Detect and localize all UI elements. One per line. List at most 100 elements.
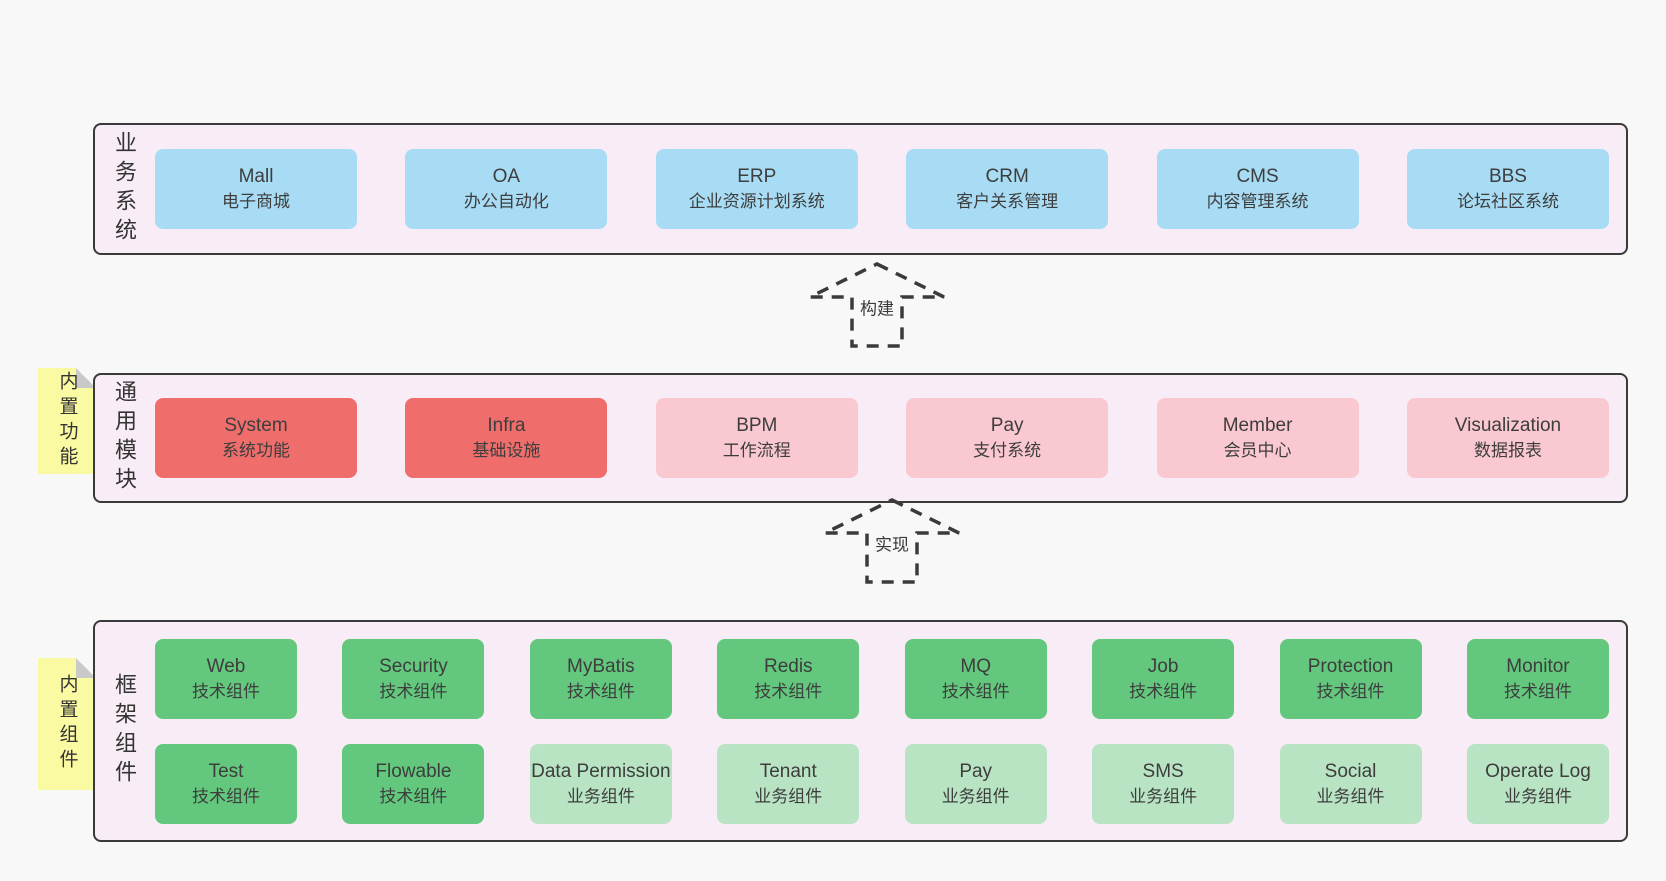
box-desc: 工作流程 [722,441,791,460]
box-test: Test 技术组件 [155,744,297,824]
box-name: CRM [985,166,1029,187]
box-desc: 会员中心 [1223,441,1292,460]
box-desc: 技术组件 [192,682,260,701]
sticky-note-builtin-features: 内置功能 [38,368,96,474]
box-name: Member [1222,415,1293,436]
box-flowable: Flowable 技术组件 [342,744,485,824]
dashed-up-arrow-icon [809,262,945,348]
box-social: Social 业务组件 [1279,744,1422,824]
box-desc: 技术组件 [192,787,260,806]
box-name: Protection [1307,656,1394,677]
box-monitor: Monitor 技术组件 [1466,639,1609,719]
box-mall: Mall 电子商城 [155,149,357,229]
box-name: CMS [1236,166,1279,187]
box-desc: 业务组件 [1316,787,1385,806]
box-name: BPM [736,415,778,436]
box-mq: MQ 技术组件 [904,639,1047,719]
box-pay-module: Pay 支付系统 [906,398,1109,478]
box-system: System 系统功能 [155,398,357,478]
arrow-implement: 实现 [822,497,962,585]
box-operate-log: Operate Log 业务组件 [1466,744,1609,824]
box-desc: 技术组件 [1316,682,1385,701]
box-name: MQ [960,656,991,677]
panel-label-framework-components: 框架组件 [112,673,137,789]
box-desc: 业务组件 [754,787,823,806]
box-desc: 内容管理系统 [1206,192,1309,211]
box-job: Job 技术组件 [1092,639,1235,719]
box-tenant: Tenant 业务组件 [717,744,860,824]
box-desc: 技术组件 [379,787,448,806]
panel-label-common-modules: 通用模块 [112,380,137,496]
sticky-note-label: 内置功能 [56,371,78,471]
box-name: SMS [1142,761,1184,782]
box-desc: 企业资源计划系统 [688,192,825,211]
arrow-label: 实现 [871,528,913,558]
sticky-note-label: 内置组件 [56,674,78,774]
box-web: Web 技术组件 [155,639,297,719]
box-desc: 技术组件 [1503,682,1572,701]
box-desc: 电子商城 [222,192,290,211]
box-name: Flowable [375,761,452,782]
box-data-permission: Data Permission 业务组件 [529,744,672,824]
box-desc: 支付系统 [973,441,1042,460]
box-desc: 业务组件 [1129,787,1198,806]
box-cms: CMS 内容管理系统 [1156,149,1359,229]
box-name: BBS [1488,166,1527,187]
box-desc: 客户关系管理 [956,192,1059,211]
box-oa: OA 办公自动化 [405,149,608,229]
arrow-build: 构建 [807,261,947,349]
dashed-up-arrow-icon [824,498,960,584]
box-mybatis: MyBatis 技术组件 [529,639,672,719]
box-name: Redis [763,656,813,677]
box-desc: 业务组件 [1503,787,1572,806]
panel-common-modules: 通用模块 System 系统功能 Infra 基础设施 BPM 工作流程 Pay… [93,373,1628,503]
box-name: ERP [737,166,777,187]
box-name: Social [1324,761,1377,782]
box-name: Infra [487,415,526,436]
box-security: Security 技术组件 [342,639,485,719]
panel-label-business-systems: 业务系统 [112,131,137,247]
box-name: Web [206,656,246,677]
box-erp: ERP 企业资源计划系统 [655,149,858,229]
panel-business-systems: 业务系统 Mall 电子商城 OA 办公自动化 ERP 企业资源计划系统 CRM… [93,123,1628,255]
box-desc: 技术组件 [379,682,448,701]
box-name: Test [208,761,244,782]
box-redis: Redis 技术组件 [717,639,860,719]
box-name: MyBatis [567,656,635,677]
box-name: Mall [238,166,274,187]
box-desc: 技术组件 [754,682,823,701]
arrow-label: 构建 [856,292,898,322]
box-desc: 数据报表 [1473,441,1542,460]
box-protection: Protection 技术组件 [1279,639,1422,719]
framework-components-grid: Web 技术组件 Security 技术组件 MyBatis 技术组件 Redi… [155,639,1609,824]
box-visualization: Visualization 数据报表 [1406,398,1609,478]
box-desc: 论坛社区系统 [1456,192,1559,211]
box-name: Security [379,656,448,677]
box-desc: 基础设施 [472,441,541,460]
box-bbs: BBS 论坛社区系统 [1406,149,1609,229]
box-name: Operate Log [1485,761,1591,782]
box-name: Job [1147,656,1179,677]
panel-framework-components: 框架组件 Web 技术组件 Security 技术组件 MyBatis 技术组件… [93,620,1628,842]
box-desc: 系统功能 [222,441,290,460]
box-name: Data Permission [531,761,671,782]
box-desc: 业务组件 [941,787,1010,806]
box-desc: 技术组件 [941,682,1010,701]
box-sms: SMS 业务组件 [1092,744,1235,824]
box-name: OA [492,166,521,187]
box-pay-component: Pay 业务组件 [904,744,1047,824]
box-desc: 技术组件 [1129,682,1198,701]
box-name: Tenant [759,761,817,782]
common-modules-row: System 系统功能 Infra 基础设施 BPM 工作流程 Pay 支付系统… [155,398,1609,478]
box-desc: 技术组件 [566,682,635,701]
box-name: Pay [990,415,1024,436]
box-desc: 办公自动化 [463,192,549,211]
box-name: System [224,415,288,436]
box-bpm: BPM 工作流程 [655,398,858,478]
box-name: Monitor [1506,656,1570,677]
box-desc: 业务组件 [566,787,635,806]
box-infra: Infra 基础设施 [405,398,608,478]
box-name: Pay [959,761,993,782]
box-name: Visualization [1454,415,1562,436]
